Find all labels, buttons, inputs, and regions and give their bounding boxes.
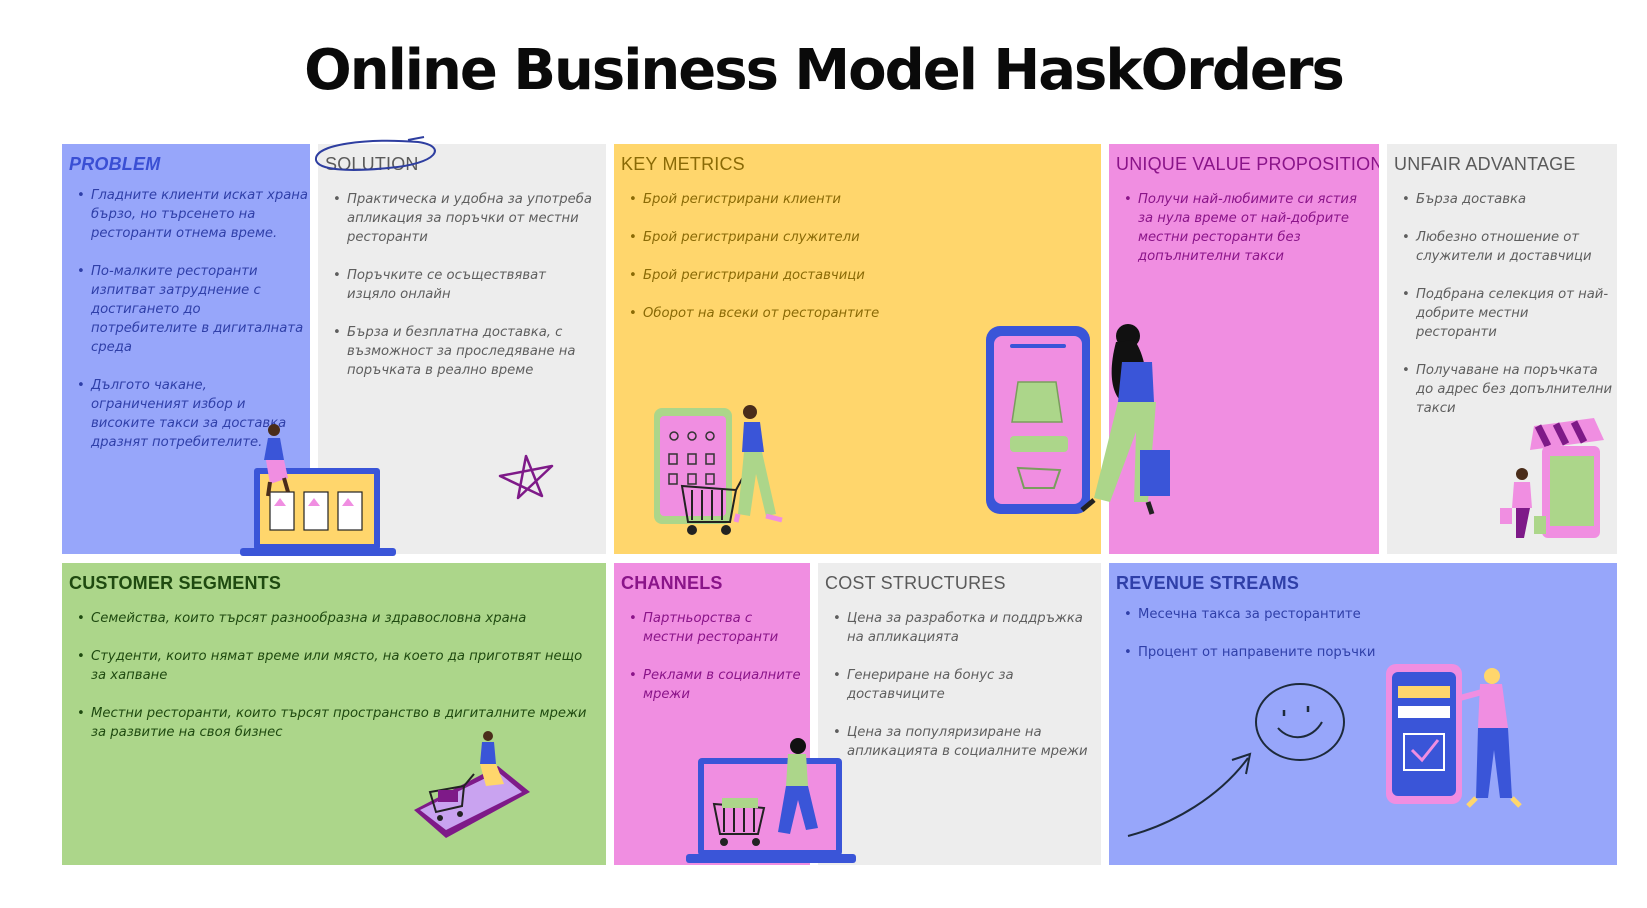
uvp-heading: UNIQUE VALUE PROPOSITION	[1116, 154, 1379, 174]
page-title: Online Business Model HaskOrders	[304, 38, 1345, 103]
list-item: Брой регистрирани доставчици	[628, 266, 1068, 285]
list-item: Любезно отношение от служители и доставч…	[1401, 228, 1613, 266]
list-item: Брой регистрирани клиенти	[628, 190, 1068, 209]
problem-list: Гладните клиенти искат храна бързо, но т…	[76, 186, 308, 471]
arrow-doodle-icon	[1127, 752, 1252, 837]
list-item: Практическа и удобна за употреба апликац…	[332, 190, 594, 247]
solution-list: Практическа и удобна за употреба апликац…	[332, 190, 594, 399]
list-item: Местни ресторанти, които търсят простран…	[76, 704, 596, 742]
list-item: Реклами в социалните мрежи	[628, 666, 804, 704]
cost-structures-heading: COST STRUCTURES	[825, 573, 1006, 593]
shop-woman-illustration-icon	[1500, 418, 1604, 538]
star-doodle-icon	[498, 454, 554, 500]
laptop-cart-illustration-icon	[686, 738, 856, 863]
list-item: Брой регистрирани служители	[628, 228, 1068, 247]
customer-segments-list: Семейства, които търсят разнообразна и з…	[76, 609, 596, 761]
list-item: Цена за разработка и поддръжка на аплика…	[832, 609, 1094, 647]
unfair-advantage-heading: UNFAIR ADVANTAGE	[1394, 154, 1576, 174]
list-item: Партньорства с местни ресторанти	[628, 609, 804, 647]
list-item: Получаване на поръчката до адрес без доп…	[1401, 361, 1613, 418]
tablet-cart-illustration-icon	[654, 405, 783, 535]
list-item: Бърза и безплатна доставка, с възможност…	[332, 323, 594, 380]
unfair-advantage-list: Бърза доставка Любезно отношение от служ…	[1401, 190, 1613, 437]
key-metrics-list: Брой регистрирани клиенти Брой регистрир…	[628, 190, 1068, 342]
customer-segments-card: CUSTOMER SEGMENTS Семейства, които търся…	[62, 563, 606, 865]
phone-cart-illustration-icon	[414, 731, 530, 838]
list-item: Студенти, които нямат време или място, н…	[76, 647, 596, 685]
laptop-shopping-illustration-icon	[240, 424, 396, 556]
revenue-streams-list: Месечна такса за ресторантите Процент от…	[1123, 605, 1423, 681]
problem-heading: PROBLEM	[69, 154, 161, 174]
list-item: Месечна такса за ресторантите	[1123, 605, 1423, 624]
list-item: Получи най-любимите си ястия за нула вре…	[1123, 190, 1371, 266]
channels-heading: CHANNELS	[621, 573, 723, 593]
revenue-streams-heading: REVENUE STREAMS	[1116, 573, 1300, 593]
phone-payment-illustration-icon	[1386, 664, 1522, 808]
channels-list: Партньорства с местни ресторанти Реклами…	[628, 609, 804, 723]
list-item: Оборот на всеки от ресторантите	[628, 304, 1068, 323]
list-item: Генериране на бонус за доставчиците	[832, 666, 1094, 704]
list-item: Бърза доставка	[1401, 190, 1613, 209]
key-metrics-heading: KEY METRICS	[621, 154, 745, 174]
list-item: По-малките ресторанти изпитват затруднен…	[76, 262, 308, 357]
revenue-streams-card: REVENUE STREAMS Месечна такса за рестора…	[1109, 563, 1617, 865]
list-item: Цена за популяризиране на апликацията в …	[832, 723, 1094, 761]
list-item: Дългото чакане, ограниченият избор и вис…	[76, 376, 308, 452]
list-item: Гладните клиенти искат храна бързо, но т…	[76, 186, 308, 243]
uvp-list: Получи най-любимите си ястия за нула вре…	[1123, 190, 1371, 285]
list-item: Поръчките се осъществяват изцяло онлайн	[332, 266, 594, 304]
list-item: Семейства, които търсят разнообразна и з…	[76, 609, 596, 628]
cost-structures-card: COST STRUCTURES Цена за разработка и под…	[818, 563, 1101, 865]
list-item: Подбрана селекция от най-добрите местни …	[1401, 285, 1613, 342]
cost-structures-list: Цена за разработка и поддръжка на аплика…	[832, 609, 1094, 780]
problem-card: PROBLEM Гладните клиенти искат храна бър…	[62, 144, 310, 554]
list-item: Процент от направените поръчки	[1123, 643, 1423, 662]
customer-segments-heading: CUSTOMER SEGMENTS	[69, 573, 282, 593]
smiley-doodle-icon	[1255, 683, 1345, 761]
phone-woman-illustration-icon	[986, 324, 1170, 515]
circle-doodle-icon	[315, 136, 436, 171]
